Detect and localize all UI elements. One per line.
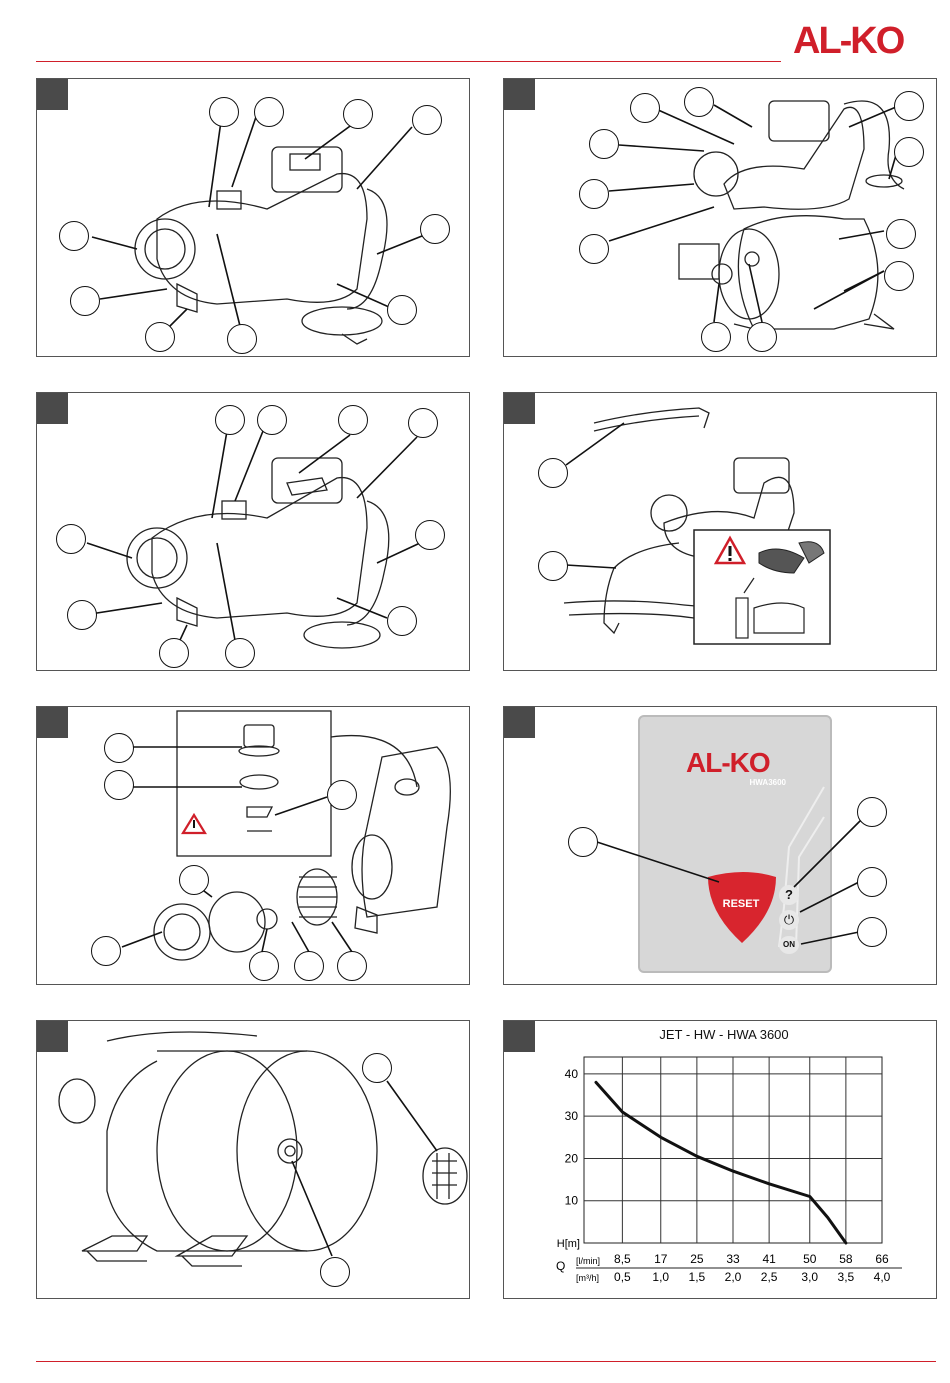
callout	[257, 405, 287, 435]
callout	[362, 1053, 392, 1083]
x-tick-label-m3h: 0,5	[614, 1270, 631, 1284]
figure-panel-7	[36, 1020, 470, 1299]
callout	[337, 951, 367, 981]
callout	[579, 234, 609, 264]
x-tick-label-lmin: 25	[690, 1252, 704, 1266]
x-tick-label-m3h: 2,5	[761, 1270, 778, 1284]
callout	[56, 524, 86, 554]
callout	[415, 520, 445, 550]
pump-with-tank-illustration	[504, 79, 936, 356]
callout	[225, 638, 255, 668]
callout	[538, 458, 568, 488]
callout	[420, 214, 450, 244]
y-axis-label: H[m]	[557, 1238, 580, 1250]
callout	[387, 606, 417, 636]
x-tick-label-lmin: 66	[875, 1252, 889, 1266]
callout	[59, 221, 89, 251]
figure-panel-6: AL-KO HWA3600 RESET ? ⏻ ON	[503, 706, 937, 985]
x-tick-label-m3h: 4,0	[874, 1270, 891, 1284]
x-tick-label-m3h: 1,0	[652, 1270, 669, 1284]
callout	[408, 408, 438, 438]
callout	[254, 97, 284, 127]
callout	[894, 91, 924, 121]
callout	[215, 405, 245, 435]
callout	[104, 733, 134, 763]
svg-text:AL-KO: AL-KO	[793, 20, 904, 60]
callout	[327, 780, 357, 810]
callout	[343, 99, 373, 129]
pump-curve-chart: 40 30 20 10H[m] Q [l/min] [m³/h] 8,5 0,5 17 1,0 25 1…	[504, 1021, 936, 1298]
callout	[884, 261, 914, 291]
x-tick-label-lmin: 41	[762, 1252, 776, 1266]
figure-panel-2	[503, 78, 937, 357]
callout	[579, 179, 609, 209]
callout	[886, 219, 916, 249]
callout	[857, 867, 887, 897]
suction-setup-illustration	[504, 393, 936, 670]
x-tick-label-m3h: 1,5	[689, 1270, 706, 1284]
figure-panel-4	[503, 392, 937, 671]
callout	[320, 1257, 350, 1287]
figure-panel-3	[36, 392, 470, 671]
alko-logo: AL-KO	[793, 20, 937, 60]
callout	[747, 322, 777, 352]
callout	[589, 129, 619, 159]
x-tick-label-m3h: 3,5	[838, 1270, 855, 1284]
callout	[145, 322, 175, 352]
x-unit-secondary: [m³/h]	[576, 1273, 599, 1283]
x-tick-label-lmin: 33	[726, 1252, 740, 1266]
callout	[249, 951, 279, 981]
curve-series-line	[596, 1082, 846, 1243]
y-tick-label: 10	[565, 1194, 579, 1208]
callout	[538, 551, 568, 581]
figure-panel-5	[36, 706, 470, 985]
y-tick-label: 30	[565, 1109, 579, 1123]
callout	[338, 405, 368, 435]
callout	[104, 770, 134, 800]
callout	[67, 600, 97, 630]
x-tick-label-lmin: 58	[839, 1252, 853, 1266]
x-tick-label-lmin: 8,5	[614, 1252, 631, 1266]
callout	[568, 827, 598, 857]
x-tick-label-m3h: 3,0	[801, 1270, 818, 1284]
callout	[70, 286, 100, 316]
callout	[857, 917, 887, 947]
x-tick-label-lmin: 17	[654, 1252, 668, 1266]
figure-panel-1	[36, 78, 470, 357]
callout	[684, 87, 714, 117]
callout	[227, 324, 257, 354]
callout	[294, 951, 324, 981]
x-tick-label-m3h: 2,0	[725, 1270, 742, 1284]
tank-valve-illustration	[37, 1021, 469, 1298]
callout	[209, 97, 239, 127]
x-tick-label-lmin: 50	[803, 1252, 817, 1266]
callout	[630, 93, 660, 123]
header-rule	[36, 61, 781, 62]
callout	[412, 105, 442, 135]
callout	[857, 797, 887, 827]
callout	[179, 865, 209, 895]
y-tick-label: 20	[565, 1151, 579, 1165]
callout	[159, 638, 189, 668]
callout	[894, 137, 924, 167]
callout	[387, 295, 417, 325]
callout	[91, 936, 121, 966]
y-tick-label: 40	[565, 1067, 579, 1081]
x-axis-label: Q	[556, 1259, 565, 1273]
footer-rule	[36, 1361, 936, 1362]
callout	[701, 322, 731, 352]
x-unit-primary: [l/min]	[576, 1256, 600, 1266]
